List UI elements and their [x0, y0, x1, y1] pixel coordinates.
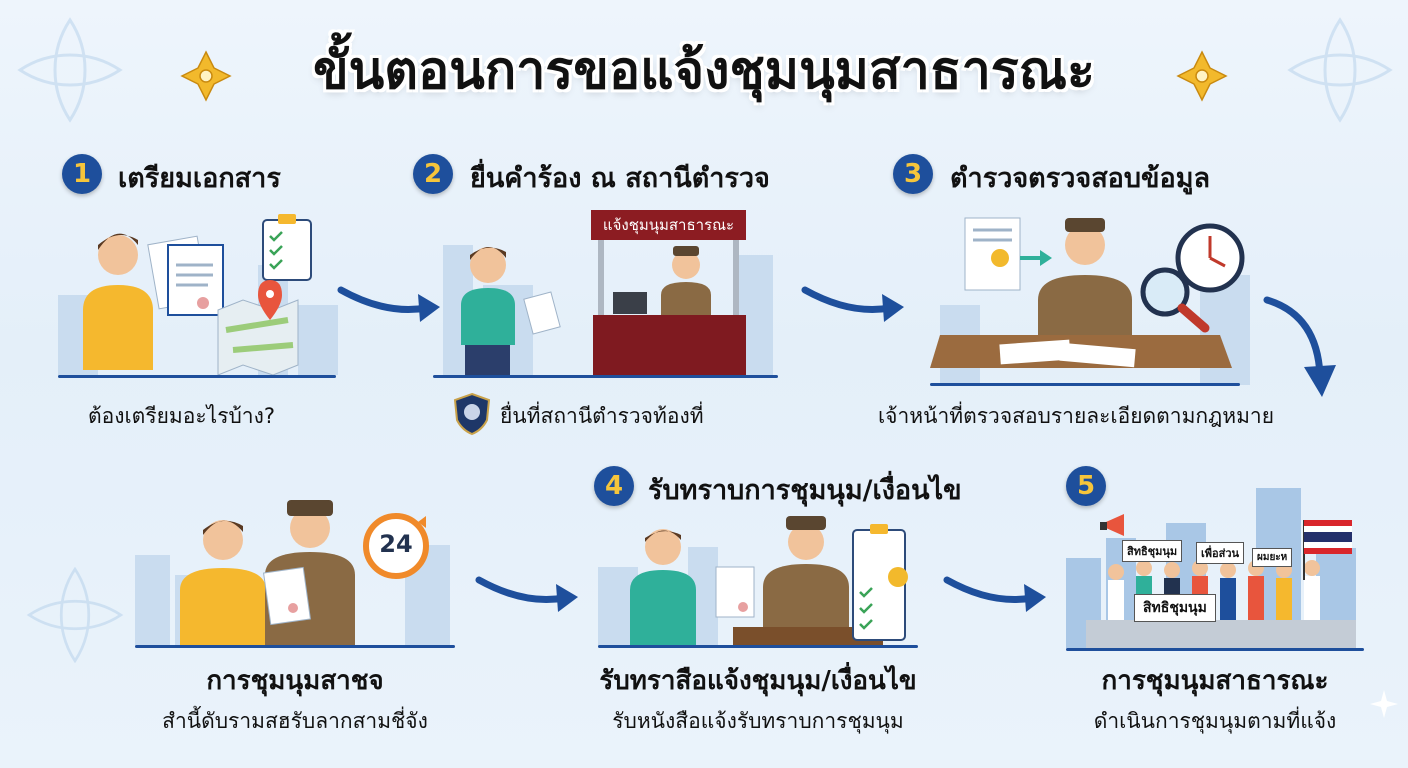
divider	[135, 645, 455, 648]
police-shield-icon	[453, 392, 491, 436]
thai-ornament-icon	[26, 566, 124, 664]
step-1-caption: ต้องเตรียมอะไรบ้าง?	[88, 404, 276, 428]
step-4-badge: 4	[594, 466, 634, 506]
divider	[930, 383, 1240, 386]
divider	[433, 375, 778, 378]
protest-banner: สิทธิชุมนุม	[1134, 594, 1216, 622]
step-1-illustration	[58, 200, 338, 375]
notification-24h-illustration: 24	[135, 480, 455, 645]
step-2-title: ยื่นคำร้อง ณ สถานีตำรวจ	[470, 163, 770, 194]
step-1-badge: 1	[62, 154, 102, 194]
step-5-caption-title: การชุมนุมสาธารณะ	[1101, 666, 1329, 696]
step-3-title: ตำรวจตรวจสอบข้อมูล	[950, 163, 1211, 194]
divider	[1066, 648, 1364, 651]
step-4-caption: รับหนังสือแจ้งรับทราบการชุมนุม	[612, 709, 904, 733]
protest-sign: เพื่อส่วน	[1196, 542, 1245, 564]
step-5-badge: 5	[1066, 466, 1106, 506]
step-1-title: เตรียมเอกสาร	[118, 163, 281, 194]
arrow-right-icon	[943, 576, 1046, 612]
notification-caption: สำนี้ดับรามสฮรับลากสามชี่จัง	[162, 709, 428, 733]
thai-ornament-icon	[1287, 17, 1393, 123]
step-4-caption-title: รับทราสือแจ้งชุมนุม/เงื่อนไข	[599, 666, 917, 696]
step-3-illustration	[920, 200, 1260, 385]
step-2-caption: ยื่นที่สถานีตำรวจท้องที่	[500, 404, 704, 428]
protest-sign: ผมยะห	[1252, 548, 1293, 567]
step-5-illustration: สิทธิชุมนุม เพื่อส่วน ผมยะห สิทธิชุมนุม	[1066, 480, 1364, 648]
step-2-badge: 2	[413, 154, 453, 194]
step-3-caption: เจ้าหน้าที่ตรวจสอบรายละเอียดตามกฎหมาย	[878, 404, 1275, 428]
step-3-badge: 3	[893, 154, 933, 194]
booth-sign: แจ้งชุมนุมสาธารณะ	[602, 216, 735, 234]
divider	[58, 375, 336, 378]
step-4-title: รับทราบการชุมนุม/เงื่อนไข	[648, 475, 962, 506]
step-4-illustration	[598, 512, 918, 647]
thai-ornament-icon	[17, 17, 123, 123]
page-title: ขั้นตอนการขอแจ้งชุมนุมสาธารณะ	[313, 41, 1095, 101]
step-2-illustration: แจ้งชุมนุมสาธารณะ	[433, 200, 778, 375]
arrow-right-icon	[475, 576, 578, 612]
gold-ornament-icon	[1176, 50, 1228, 102]
gold-ornament-icon	[180, 50, 232, 102]
arrow-right-icon	[801, 286, 904, 322]
arrow-down-icon	[1263, 296, 1336, 397]
sparkle-icon	[1370, 690, 1398, 718]
step-5-caption: ดำเนินการชุมนุมตามที่แจ้ง	[1093, 709, 1337, 733]
24-hour-clock-icon	[363, 513, 429, 579]
divider	[598, 645, 918, 648]
notification-caption-title: การชุมนุมสาชจ	[206, 666, 384, 696]
protest-sign: สิทธิชุมนุม	[1122, 540, 1183, 562]
arrow-right-icon	[337, 286, 440, 322]
clock-label: 24	[379, 530, 413, 558]
